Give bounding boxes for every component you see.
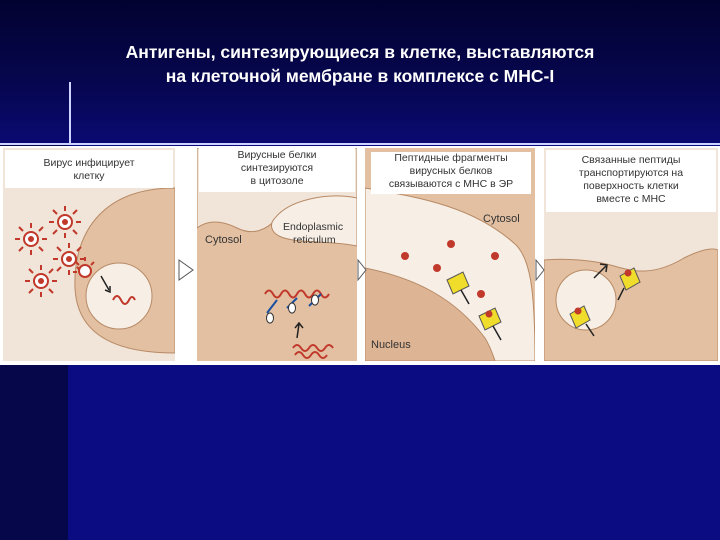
- caption-panel-3: Пептидные фрагменты вирусных белков связ…: [371, 152, 531, 194]
- peptide-icon: [447, 240, 455, 248]
- er-membrane: [271, 195, 357, 247]
- er-label-line-1: Endoplasmic: [283, 221, 343, 233]
- mrna-icon: [292, 344, 334, 352]
- entry-arrow-icon: [100, 275, 110, 291]
- caption-line: транспортируются на: [578, 167, 684, 179]
- panel-1-illustration: [15, 187, 175, 354]
- nucleus-label: Nucleus: [371, 339, 411, 351]
- caption-line: Связанные пептиды: [581, 154, 681, 166]
- caption-line: Вирусные белки: [237, 149, 317, 161]
- transport-arrow-icon: [593, 263, 608, 279]
- decorative-vertical-line: [69, 82, 71, 144]
- title-line-2: на клеточной мембране в комплексе с МНС-…: [165, 66, 555, 86]
- caption-line: вместе с МНС: [596, 193, 666, 205]
- virus-icon: [53, 243, 85, 275]
- step-arrow-icon: [357, 258, 367, 282]
- panel-virus-infects-cell: Вирус инфицирует клетку: [3, 148, 175, 361]
- peptide-icon: [491, 252, 499, 260]
- viral-rna-icon: [112, 295, 136, 305]
- virus-icon: [25, 265, 57, 297]
- header-background: [0, 0, 720, 145]
- decorative-horizontal-line: [0, 143, 720, 145]
- virus-icon: [49, 206, 81, 238]
- caption-line: связываются с МНС в ЭР: [388, 178, 514, 190]
- mhc-peptide-complex-icon: [569, 305, 595, 337]
- panel-protein-synthesis: Cytosol Endoplasmic reticulum Вирусные б…: [197, 148, 357, 361]
- caption-line: вирусных белков: [409, 165, 493, 177]
- peptide-icon: [477, 290, 485, 298]
- peptide-icon: [401, 252, 409, 260]
- caption-panel-2: Вирусные белки синтезируются в цитозоле: [199, 148, 355, 192]
- caption-line: поверхность клетки: [583, 180, 679, 192]
- caption-line: в цитозоле: [250, 175, 304, 187]
- caption-line: синтезируются: [240, 162, 314, 174]
- cytosol-label: Cytosol: [205, 234, 242, 246]
- panel-surface-presentation: Связанные пептиды транспортируются на по…: [544, 148, 718, 361]
- caption-line: Пептидные фрагменты: [394, 152, 508, 164]
- cytosol-label: Cytosol: [483, 213, 520, 225]
- title-line-1: Антигены, синтезирующиеся в клетке, выст…: [125, 42, 595, 62]
- caption-line: Вирус инфицирует: [43, 157, 135, 169]
- virus-icon: [15, 223, 47, 255]
- surface-mhc-complex-icon: [617, 267, 641, 301]
- caption-panel-1: Вирус инфицирует клетку: [5, 150, 173, 188]
- er-label-line-2: reticulum: [293, 234, 336, 246]
- viral-protein-chain-icon: [264, 289, 330, 299]
- mhc-molecule-icon: [446, 271, 470, 305]
- panel-peptide-binding: Cytosol Nucleus Пептидные фрагменты виру…: [365, 148, 535, 361]
- slide-title: Антигены, синтезирующиеся в клетке, выст…: [40, 40, 680, 88]
- step-arrow-icon: [178, 259, 194, 281]
- mhc-molecule-icon: [478, 307, 502, 341]
- virus-entering-icon: [73, 257, 95, 278]
- arrow-icon: [294, 321, 304, 339]
- peptide-icon: [433, 264, 441, 272]
- caption-panel-4: Связанные пептиды транспортируются на по…: [546, 150, 716, 212]
- caption-line: клетку: [73, 170, 105, 182]
- step-arrow-icon: [535, 258, 545, 282]
- nucleus-region: [365, 267, 496, 361]
